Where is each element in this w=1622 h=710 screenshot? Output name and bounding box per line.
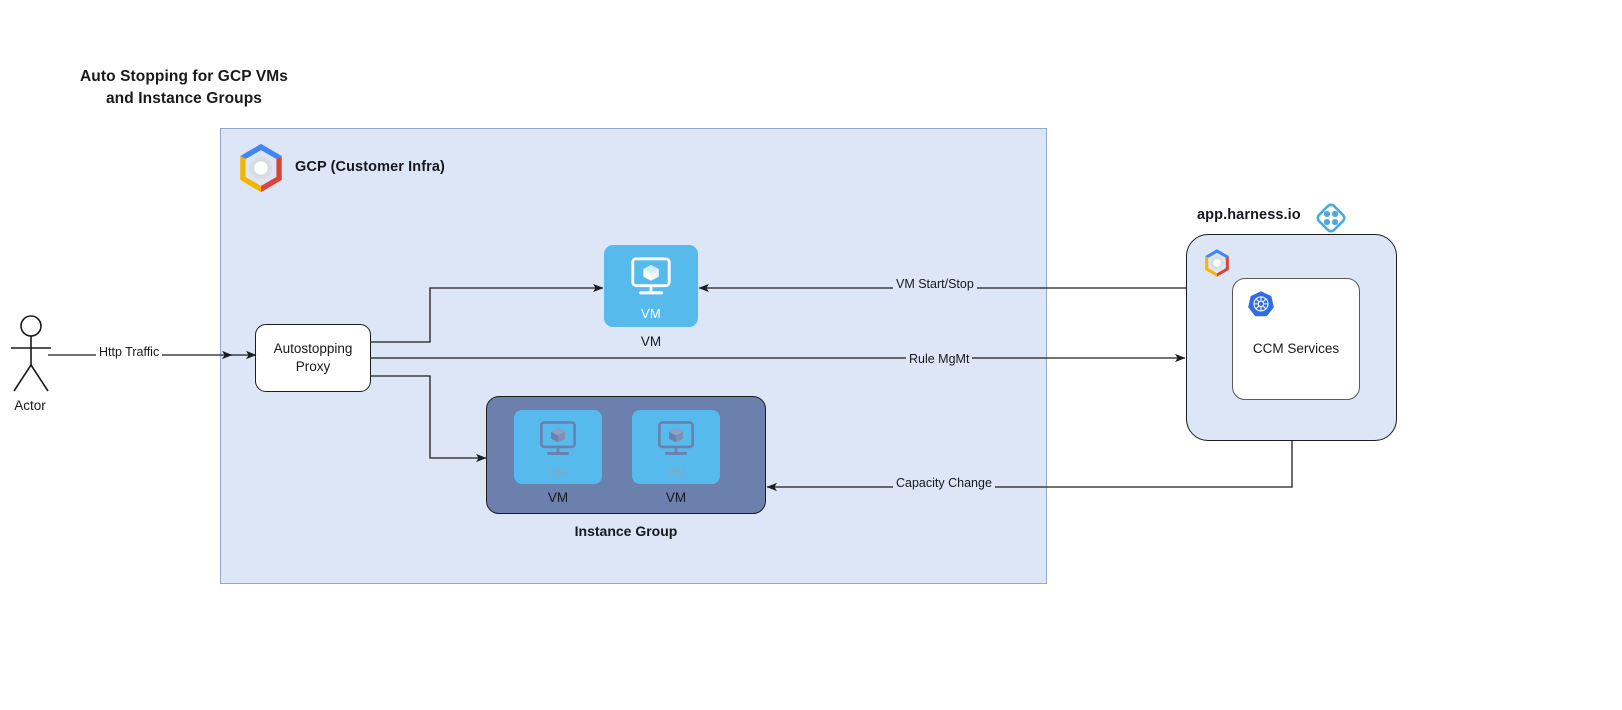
kubernetes-helm-wheel-icon: [1246, 289, 1276, 324]
ccm-services-label: CCM Services: [1252, 341, 1340, 356]
connector-label-http-traffic: Http Traffic: [96, 345, 163, 359]
gcp-hexagon-logo-icon: [1201, 247, 1233, 284]
instance-group-caption: Instance Group: [574, 523, 678, 539]
vm-monitor-cube-icon: [604, 254, 698, 300]
actor-label: Actor: [14, 398, 46, 413]
vm-inner-label: VM: [640, 306, 662, 321]
vm-monitor-cube-icon: [514, 418, 602, 460]
diagram-title: Auto Stopping for GCP VMs and Instance G…: [79, 68, 288, 108]
instance-group-vm-caption-0: VM: [547, 490, 569, 505]
instance-group-vm-inner-label: VM: [548, 466, 568, 480]
harness-diamond-logo-icon: [1316, 203, 1346, 238]
instance-group-vm-0: VM: [514, 410, 602, 484]
instance-group-vm-inner-label: VM: [666, 466, 686, 480]
harness-panel: CCM Services: [1186, 234, 1397, 441]
vm-node: VM: [604, 245, 698, 327]
instance-group-node: VM VM VM VM: [486, 396, 766, 514]
gcp-hexagon-logo-icon: [233, 140, 289, 201]
autostopping-proxy-node: Autostopping Proxy: [255, 324, 371, 392]
gcp-container-header-label: GCP (Customer Infra): [295, 159, 445, 175]
vm-monitor-cube-icon: [632, 418, 720, 460]
autostopping-proxy-label: Autostopping Proxy: [273, 340, 353, 374]
connector-label-vm-start-stop: VM Start/Stop: [893, 277, 977, 291]
ccm-services-card: CCM Services: [1232, 278, 1360, 400]
vm-caption: VM: [640, 334, 662, 349]
instance-group-vm-caption-1: VM: [665, 490, 687, 505]
connector-label-capacity-change: Capacity Change: [893, 476, 995, 490]
instance-group-vm-1: VM: [632, 410, 720, 484]
harness-title-label: app.harness.io: [1197, 207, 1301, 223]
actor-stick-figure-icon: [6, 315, 56, 400]
connector-label-rule-mgmt: Rule MgMt: [906, 352, 973, 366]
